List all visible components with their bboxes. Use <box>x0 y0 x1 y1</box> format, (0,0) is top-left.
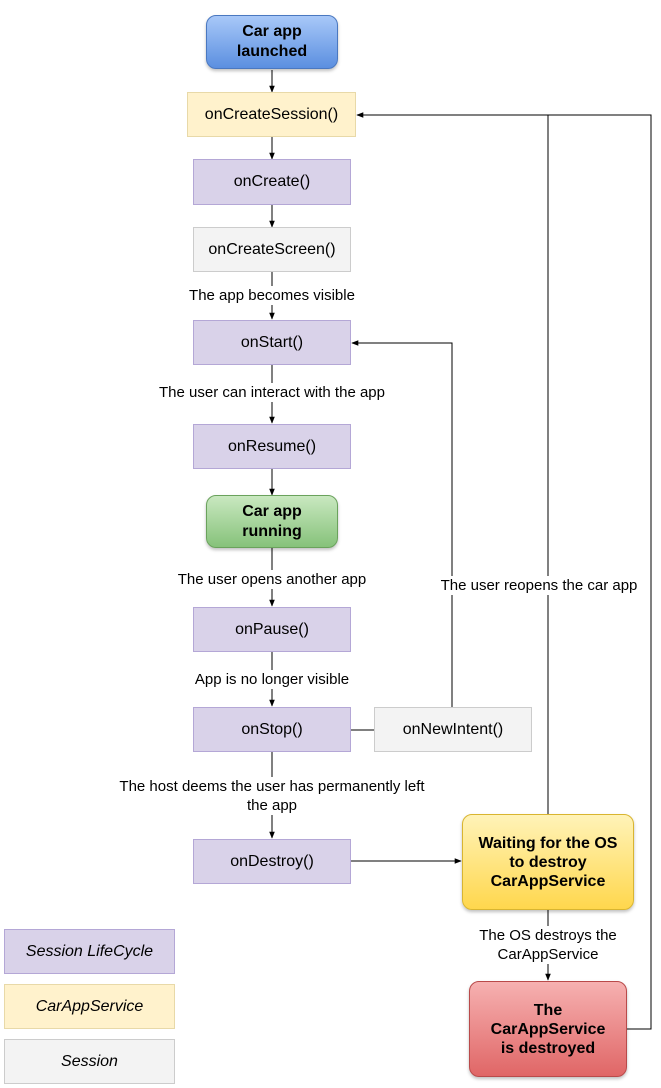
on-start-node: onStart() <box>193 320 351 365</box>
carappservice-destroyed-node: The CarAppService is destroyed <box>469 981 627 1077</box>
on-stop-node: onStop() <box>193 707 351 752</box>
car-app-running-node: Car app running <box>206 495 338 548</box>
on-create-session-node: onCreateSession() <box>187 92 356 137</box>
waiting-for-os-node: Waiting for the OS to destroy CarAppServ… <box>462 814 634 910</box>
label-user-opens-another-app: The user opens another app <box>166 570 378 589</box>
on-pause-node: onPause() <box>193 607 351 652</box>
label-app-no-longer-visible: App is no longer visible <box>184 670 360 689</box>
on-destroy-node: onDestroy() <box>193 839 351 884</box>
legend-session-lifecycle: Session LifeCycle <box>4 929 175 974</box>
arrow-destroyed-to-session <box>548 114 652 1030</box>
label-user-can-interact: The user can interact with the app <box>148 383 396 402</box>
on-resume-node: onResume() <box>193 424 351 469</box>
label-app-becomes-visible: The app becomes visible <box>178 286 366 305</box>
label-os-destroys: The OS destroys the CarAppService <box>470 926 626 964</box>
on-create-node: onCreate() <box>193 159 351 205</box>
label-user-reopens: The user reopens the car app <box>430 576 648 595</box>
on-create-screen-node: onCreateScreen() <box>193 227 351 272</box>
label-host-deems-left: The host deems the user has permanently … <box>118 777 426 815</box>
on-new-intent-node: onNewIntent() <box>374 707 532 752</box>
legend-carappservice: CarAppService <box>4 984 175 1029</box>
legend-session: Session <box>4 1039 175 1084</box>
car-app-launched-node: Car app launched <box>206 15 338 69</box>
